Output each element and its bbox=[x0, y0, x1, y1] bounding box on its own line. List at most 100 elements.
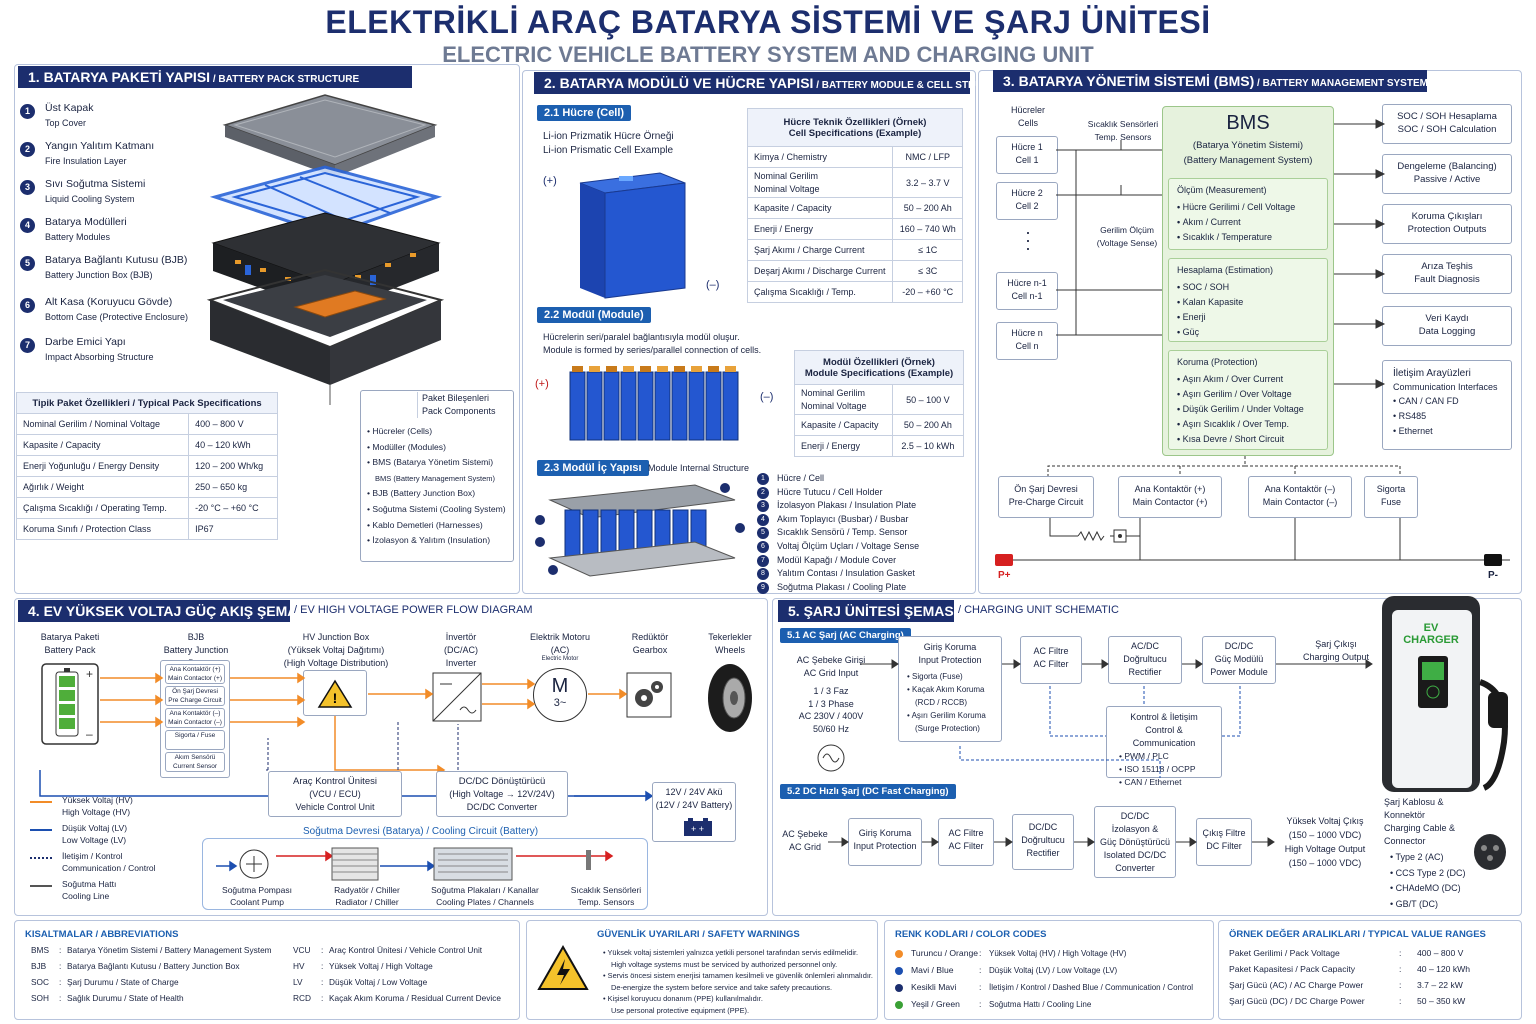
cable-item: • CHAdeMO (DC) bbox=[1390, 883, 1461, 893]
pack-component-item: • BMS (Batarya Yönetim Sistemi) bbox=[367, 457, 494, 468]
cooling-label-en: Coolant Pump bbox=[230, 897, 284, 907]
bms-title: BMS bbox=[1226, 112, 1270, 134]
abbr-row: HV:Yüksek Voltaj / High Voltage bbox=[293, 961, 433, 971]
cooling-title: Soğutma Devresi (Batarya) / Cooling Circ… bbox=[303, 826, 539, 837]
bms-output-sub: SOC / SOH Calculation bbox=[1397, 124, 1497, 135]
comm-list: • CAN / CAN FD• RS485• Ethernet bbox=[1393, 394, 1501, 439]
motor-small-label: Electric Motor bbox=[541, 656, 579, 662]
motor-label: Elektrik Motoru(AC) bbox=[520, 631, 600, 657]
high-voltage-warning-icon bbox=[537, 944, 589, 990]
section-2-title: 2. BATARYA MODÜLÜ VE HÜCRE YAPISI bbox=[544, 75, 814, 91]
cooling-label-tr: Soğutma Plakaları / Kanallar bbox=[431, 885, 539, 895]
layer-label-en: Bottom Case (Protective Enclosure) bbox=[45, 312, 189, 322]
cell-spec-key: Nominal Gerilim Nominal Voltage bbox=[746, 167, 894, 198]
cell-spec-value: 3.2 – 3.7 V bbox=[892, 167, 963, 198]
cell-spec-title-tr: Hücre Teknik Özellikleri (Örnek) bbox=[783, 116, 927, 128]
section-1-header: 1. BATARYA PAKETİ YAPISI / BATTERY PACK … bbox=[18, 66, 412, 88]
bms-cell-label-en: Cell n bbox=[1015, 341, 1039, 351]
dc-filter-tr: AC Filtre bbox=[948, 828, 984, 838]
footer-ranges: ÖRNEK DEĞER ARALIKLARI / TYPICAL VALUE R… bbox=[1218, 920, 1522, 1020]
section-5-header: 5. ŞARJ ÜNİTESİ ŞEMASI bbox=[778, 600, 958, 622]
abbr-value: Batarya Yönetim Sistemi / Battery Manage… bbox=[67, 945, 272, 955]
module-spec-value: 50 – 100 V bbox=[891, 384, 965, 415]
cell-spec-key: Enerji / Energy bbox=[746, 218, 894, 240]
module-cell bbox=[637, 371, 654, 441]
range-value: 400 – 800 V bbox=[1417, 948, 1464, 958]
ac-input-line: 1 / 3 Phase bbox=[808, 698, 854, 709]
ac-source-icon bbox=[817, 744, 845, 772]
internal-sublabel: 2.3 Modül İç Yapısı bbox=[537, 460, 649, 476]
cooling-circuit-lines bbox=[216, 847, 614, 881]
comm-item: • CAN / CAN FD bbox=[1393, 396, 1459, 406]
internal-item-number: 4 bbox=[757, 513, 769, 526]
dc-filter-en: AC Filter bbox=[948, 841, 984, 851]
dc-outfilter-tr: Çıkış Filtre bbox=[1202, 828, 1246, 838]
module-cell bbox=[688, 371, 705, 441]
comm-title-tr: İletişim Arayüzleri bbox=[1393, 368, 1471, 379]
safety-item: • Kişisel koruyucu donanım (PPE) kullanı… bbox=[603, 994, 763, 1004]
p-plus-label: P+ bbox=[998, 570, 1011, 581]
spec-header-row: Tipik Paket Özellikleri / Typical Pack S… bbox=[16, 392, 278, 414]
bjb-item-en: Current Sensor bbox=[172, 762, 218, 770]
bms-cell-label-en: Cell 2 bbox=[1015, 201, 1039, 211]
internal-item-label: Hücre / Cell bbox=[777, 473, 825, 483]
spec-value: IP67 bbox=[188, 518, 278, 540]
ac-protect-list: • Sigorta (Fuse)• Kaçak Akım Koruma(RCD … bbox=[907, 670, 993, 735]
module-cell bbox=[586, 371, 603, 441]
abbr-value: Şarj Durumu / State of Charge bbox=[67, 977, 179, 987]
dc-rect-l1: DC/DC bbox=[1028, 822, 1058, 832]
bjb-item-tr: Ana Kontaktör (–) bbox=[169, 710, 221, 717]
wheel-icon bbox=[708, 664, 752, 732]
ac-protect-item: (Surge Protection) bbox=[915, 724, 980, 733]
spec-key: Nominal Gerilim / Nominal Voltage bbox=[15, 413, 190, 435]
module-spec-key: Enerji / Energy bbox=[794, 435, 893, 457]
cell-sublabel: 2.1 Hücre (Cell) bbox=[537, 105, 632, 121]
bms-wiring bbox=[1056, 140, 1172, 339]
control-title-tr: Kontrol & İletişim bbox=[1130, 712, 1198, 722]
cell-spec-row: Deşarj Akımı / Discharge Current≤ 3C bbox=[746, 260, 963, 282]
legend-label-en: Cooling Line bbox=[62, 891, 110, 901]
vcu-en: Vehicle Control Unit bbox=[295, 802, 375, 812]
bms-contactor-tr: Ana Kontaktör (–) bbox=[1264, 484, 1336, 494]
pack-component-item: • Modüller (Modules) bbox=[367, 441, 446, 452]
bms-contactor-en: Pre-Charge Circuit bbox=[1008, 497, 1084, 507]
bjb-item-tr: Ön Şarj Devresi bbox=[172, 688, 218, 695]
color-code-row: Turuncu / Orange:Yüksek Voltaj (HV) / Hi… bbox=[895, 945, 1213, 962]
layer-number-badge: 6 bbox=[20, 298, 35, 313]
bms-subtitle: (Batarya Yönetim Sistemi)(Battery Manage… bbox=[1162, 138, 1334, 168]
color-code-meaning: Soğutma Hattı / Cooling Line bbox=[989, 1000, 1092, 1009]
ev-charger-illustration bbox=[1382, 596, 1508, 792]
internal-item-label: Hücre Tutucu / Cell Holder bbox=[777, 486, 883, 497]
dcdc-box: DC/DC Dönüştürücü(High Voltage → 12V/24V… bbox=[436, 771, 568, 817]
abbr-value: Sağlık Durumu / State of Health bbox=[67, 993, 184, 1003]
ac-protect-title-en: Input Protection bbox=[918, 655, 982, 665]
color-code-sep: : bbox=[979, 999, 982, 1009]
abbr-sep: : bbox=[59, 993, 62, 1003]
cell-ellipsis: ··· bbox=[1025, 222, 1031, 258]
section-1-title-en: / BATTERY PACK STRUCTURE bbox=[210, 74, 360, 85]
abbr-value: Yüksek Voltaj / High Voltage bbox=[329, 961, 433, 971]
control-title-en: Control & Communication bbox=[1132, 725, 1196, 748]
bms-measurement-box: Ölçüm (Measurement)Hücre Gerilimi / Cell… bbox=[1168, 178, 1328, 250]
module-spec-header-row: Modül Özellikleri (Örnek)Module Specific… bbox=[794, 350, 964, 385]
bms-subtitle-tr: (Batarya Yönetim Sistemi) bbox=[1192, 140, 1304, 151]
cell-spec-value: NMC / LFP bbox=[892, 146, 963, 168]
ac-input-line: AC Şebeke Girişi bbox=[796, 655, 866, 665]
cable-item: • CCS Type 2 (DC) bbox=[1390, 867, 1466, 878]
abbr-value: Batarya Bağlantı Kutusu / Battery Juncti… bbox=[67, 961, 240, 971]
module-cell bbox=[569, 371, 586, 441]
range-row: Şarj Gücü (DC) / DC Charge Power:50 – 35… bbox=[1229, 993, 1521, 1009]
bjb-item-box: Sigorta / Fuse bbox=[165, 730, 225, 750]
abbr-row: BMS:Batarya Yönetim Sistemi / Battery Ma… bbox=[31, 945, 272, 955]
